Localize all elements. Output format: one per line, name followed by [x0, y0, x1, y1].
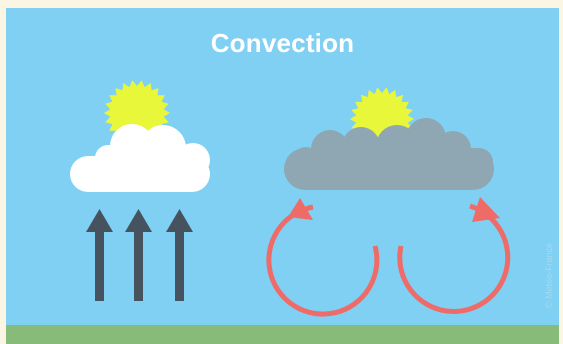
upward-arrow-icon — [125, 209, 152, 301]
copyright-credit: © Météo-France — [544, 243, 554, 308]
upward-arrow-icon — [86, 209, 113, 301]
circular-arrow-icon — [269, 198, 377, 314]
ground-strip — [6, 325, 559, 344]
upward-arrow-icon — [166, 209, 193, 301]
white-cloud-icon — [70, 124, 210, 192]
diagram-frame: Convection © Météo-France — [6, 8, 559, 344]
circulation-loops — [269, 197, 508, 314]
page-title: Convection — [6, 28, 559, 59]
circular-arrow-icon — [400, 197, 508, 312]
upward-arrows — [86, 209, 193, 301]
storm-cloud-icon — [284, 118, 494, 190]
